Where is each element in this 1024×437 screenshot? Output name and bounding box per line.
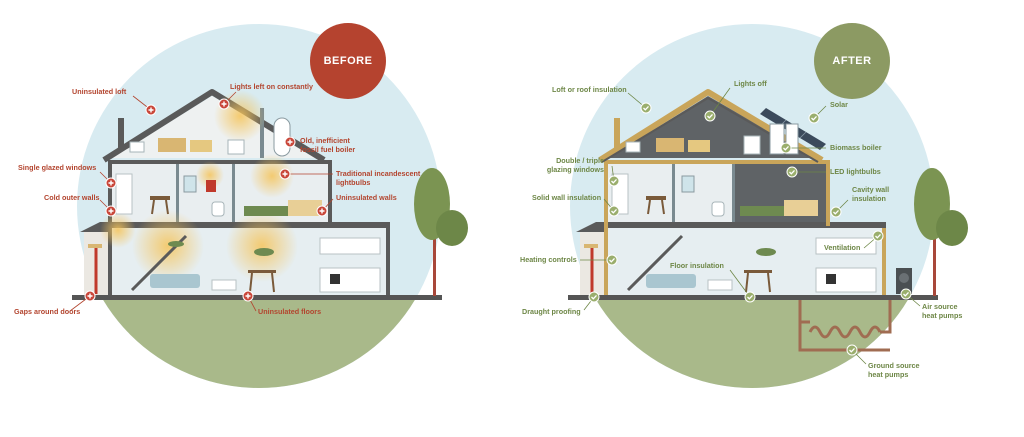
before-badge: BEFORE bbox=[310, 23, 386, 99]
warning-marker-icon bbox=[99, 199, 117, 217]
label-double-glazing-line2: glazing windows bbox=[546, 164, 604, 174]
before-boiler bbox=[273, 117, 291, 157]
check-marker-icon bbox=[830, 199, 849, 218]
check-marker-icon bbox=[603, 198, 620, 217]
label-uninsulated-walls: Uninsulated walls bbox=[336, 193, 397, 202]
label-double-glazing: Double / triple glazing windows bbox=[540, 156, 604, 174]
label-cavity-wall-line2: insulation bbox=[852, 193, 886, 203]
label-ground-source-line1: Ground source bbox=[868, 361, 920, 370]
check-marker-icon bbox=[780, 142, 826, 154]
check-marker-icon bbox=[808, 105, 827, 124]
label-ground-source-line2: heat pumps bbox=[868, 369, 909, 379]
label-biomass-boiler: Biomass boiler bbox=[830, 143, 882, 152]
warning-marker-icon bbox=[242, 290, 257, 312]
check-marker-icon bbox=[729, 269, 756, 303]
label-ventilation: Ventilation bbox=[824, 243, 861, 252]
label-old-boiler: Old, inefficient fossil fuel boiler bbox=[300, 136, 356, 154]
label-heating-controls: Heating controls bbox=[520, 255, 577, 264]
after-check-markers bbox=[580, 87, 921, 365]
before-house-scene bbox=[72, 24, 468, 388]
check-marker-icon bbox=[580, 254, 618, 266]
label-lights-off: Lights off bbox=[734, 79, 767, 88]
label-loft-insulation: Loft or roof insulation bbox=[552, 85, 627, 94]
warning-marker-icon bbox=[99, 171, 117, 189]
after-ground bbox=[570, 298, 934, 388]
check-marker-icon bbox=[627, 92, 652, 114]
label-air-source: Air source heat pumps bbox=[922, 302, 963, 320]
label-draught-proofing: Draught proofing bbox=[522, 307, 581, 316]
label-led-bulbs: LED lightbulbs bbox=[830, 167, 881, 176]
label-gaps-around-doors: Gaps around doors bbox=[14, 307, 81, 316]
label-traditional-bulbs: Traditional incandescent lightbulbs bbox=[336, 169, 421, 187]
check-marker-icon bbox=[608, 165, 620, 187]
warning-marker-icon bbox=[284, 136, 296, 148]
warning-marker-icon bbox=[69, 290, 96, 312]
label-traditional-bulbs-line1: Traditional incandescent bbox=[336, 169, 421, 178]
label-air-source-line2: heat pumps bbox=[922, 310, 963, 320]
label-old-boiler-line2: fossil fuel boiler bbox=[300, 144, 356, 154]
label-cold-outer-walls: Cold outer walls bbox=[44, 193, 100, 202]
label-floor-insulation: Floor insulation bbox=[670, 261, 724, 270]
biomass-boiler bbox=[769, 123, 785, 155]
check-marker-icon bbox=[863, 230, 884, 249]
after-badge: AFTER bbox=[814, 23, 890, 99]
warning-marker-icon bbox=[316, 198, 334, 217]
check-marker-icon bbox=[583, 291, 600, 311]
check-marker-icon bbox=[846, 344, 867, 365]
label-uninsulated-loft: Uninsulated loft bbox=[72, 87, 127, 96]
warning-marker-icon bbox=[279, 168, 333, 180]
label-solar: Solar bbox=[830, 100, 848, 109]
label-uninsulated-floors: Uninsulated floors bbox=[258, 307, 322, 316]
warning-marker-icon bbox=[218, 91, 237, 110]
before-warning-markers bbox=[69, 91, 334, 312]
warning-marker-icon bbox=[132, 95, 157, 116]
label-ground-source: Ground source heat pumps bbox=[868, 361, 920, 379]
label-double-glazing-line1: Double / triple bbox=[556, 156, 604, 165]
label-cavity-wall: Cavity wall insulation bbox=[852, 185, 890, 203]
label-old-boiler-line1: Old, inefficient bbox=[300, 136, 350, 145]
label-solid-wall: Solid wall insulation bbox=[532, 193, 602, 202]
label-single-glazed: Single glazed windows bbox=[18, 163, 97, 172]
label-lights-left-on: Lights left on constantly bbox=[230, 82, 314, 91]
check-marker-icon bbox=[704, 87, 731, 122]
label-cavity-wall-line1: Cavity wall bbox=[852, 185, 890, 194]
label-traditional-bulbs-line2: lightbulbs bbox=[336, 177, 371, 187]
ground-source-pipes bbox=[798, 300, 890, 352]
label-air-source-line1: Air source bbox=[922, 302, 958, 311]
check-marker-icon bbox=[786, 166, 826, 178]
check-marker-icon bbox=[900, 288, 921, 307]
